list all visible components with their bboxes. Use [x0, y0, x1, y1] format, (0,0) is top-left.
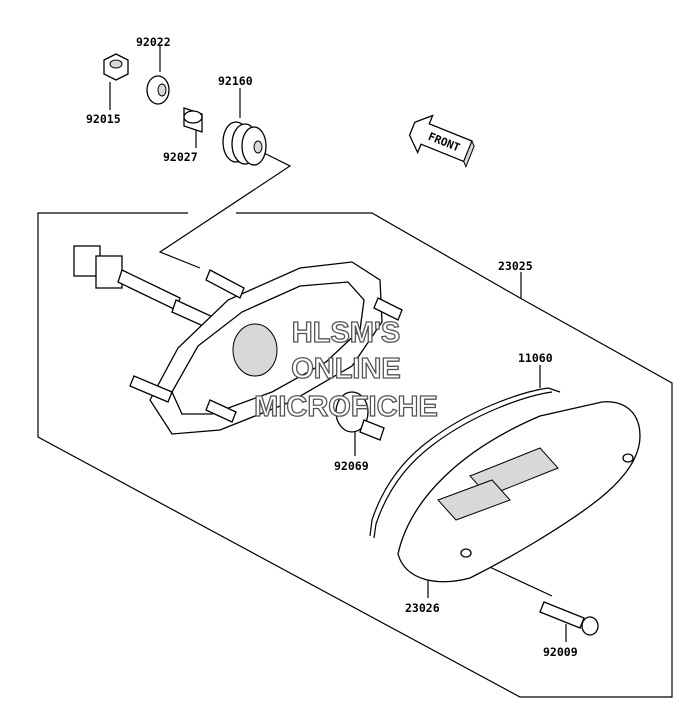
watermark: HLSM'S ONLINE MICROFICHE [254, 316, 439, 423]
front-arrow: FRONT [408, 114, 475, 168]
part-number-label: 11060 [518, 351, 553, 365]
part-number-label: 92160 [218, 74, 253, 88]
lamp-housing-part-23025 [73, 245, 403, 435]
bulb-part-92069 [335, 391, 385, 441]
screw-part-92009 [539, 601, 599, 636]
part-number-label: 92009 [543, 645, 578, 659]
watermark-line-2: ONLINE [291, 353, 401, 385]
gasket-part-11060 [369, 387, 561, 539]
part-number-label: 92022 [136, 35, 171, 49]
part-number-label: 92027 [163, 150, 198, 164]
part-number-label: 23026 [405, 601, 440, 615]
part-labels: 92022 92160 92015 92027 23025 11060 9206… [86, 35, 578, 659]
watermark-line-3: MICROFICHE [254, 391, 438, 423]
part-number-label: 92069 [334, 459, 369, 473]
lens-part-23026 [397, 401, 641, 583]
part-number-label: 23025 [498, 259, 533, 273]
grommet-part-92160 [222, 121, 267, 166]
part-number-label: 92015 [86, 112, 121, 126]
nut-part-92015 [103, 53, 129, 81]
watermark-line-1: HLSM'S [292, 317, 400, 349]
assembly-outline [37, 212, 673, 698]
collar-part-92027 [183, 107, 203, 133]
washer-part-92022 [146, 75, 170, 105]
